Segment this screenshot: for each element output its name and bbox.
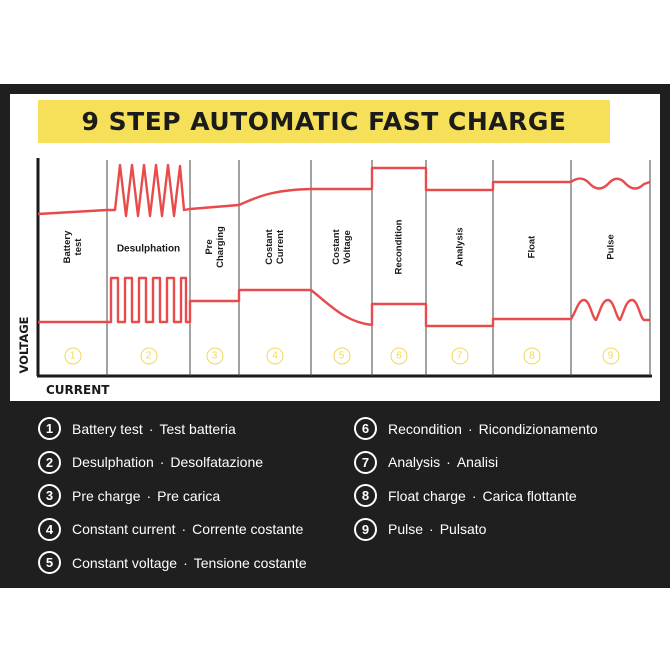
step-number-badge: 1 xyxy=(64,347,81,365)
y-axis-label: VOLTAGE xyxy=(17,316,31,374)
separator-dot: · xyxy=(446,454,451,470)
step-label-line: Costant xyxy=(264,229,275,265)
page-title: 9 STEP AUTOMATIC FAST CHARGE xyxy=(81,107,567,136)
legend-number-badge: 8 xyxy=(354,484,377,507)
legend-number-badge: 7 xyxy=(354,450,377,474)
legend-number-badge: 6 xyxy=(354,417,377,440)
current-curve xyxy=(38,276,650,328)
legend-english-label: Battery test xyxy=(72,420,143,437)
step-label-line: Desulphation xyxy=(116,243,181,255)
legend-item-8: 8 Float charge · Carica flottante xyxy=(354,484,577,507)
step-label-line: Costant xyxy=(330,229,342,265)
legend-english-label: Desulphation xyxy=(72,454,154,470)
step-number-badge: 6 xyxy=(390,347,408,365)
legend-item-7: 7 Analysis · Analisi xyxy=(354,450,499,474)
legend-italian-label: Tensione costante xyxy=(193,554,307,571)
legend-italian-label: Ricondizionamento xyxy=(478,420,598,437)
separator-dot: · xyxy=(146,487,152,504)
step-label-line: Recondition xyxy=(393,219,405,275)
voltage-curve xyxy=(37,163,651,218)
step-label-line: Pre xyxy=(203,239,215,255)
legend-english-label: Analysis xyxy=(388,454,441,470)
step-label-9: Pulse xyxy=(605,234,616,259)
step-label-7: Analysis xyxy=(454,227,465,266)
legend-number-badge: 4 xyxy=(38,517,61,541)
step-number-badge: 3 xyxy=(206,347,223,365)
separator-dot: · xyxy=(183,554,188,571)
legend-item-5: 5 Constant voltage · Tensione costante xyxy=(38,551,307,574)
legend-number-badge: 1 xyxy=(38,417,61,440)
legend-item-6: 6 Recondition · Ricondizionamento xyxy=(354,417,598,440)
separator-dot: · xyxy=(471,487,477,504)
step-label-line: Analysis xyxy=(454,227,465,267)
legend-item-9: 9 Pulse · Pulsato xyxy=(354,517,487,541)
legend-number-badge: 3 xyxy=(38,484,61,507)
legend-english-label: Recondition xyxy=(388,420,462,437)
step-label-line: Voltage xyxy=(341,230,353,264)
legend-number-badge: 9 xyxy=(354,517,377,541)
step-label-8: Float xyxy=(527,236,538,259)
step-number-badge: 2 xyxy=(140,347,157,365)
legend-item-3: 3 Pre charge · Pre carica xyxy=(38,484,220,507)
legend-number-badge: 2 xyxy=(38,450,61,474)
legend-italian-label: Analisi xyxy=(456,454,499,470)
legend-item-1: 1 Battery test · Test batteria xyxy=(38,417,236,440)
legend-italian-label: Pre carica xyxy=(157,487,221,504)
legend-english-label: Float charge xyxy=(388,487,466,504)
separator-dot: · xyxy=(159,454,165,470)
legend-italian-label: Pulsato xyxy=(439,521,487,537)
step-number-badge: 5 xyxy=(333,347,350,365)
step-number-badge: 8 xyxy=(523,347,541,365)
legend-english-label: Pre charge xyxy=(72,487,141,504)
step-label-line: test xyxy=(72,238,84,256)
legend-italian-label: Carica flottante xyxy=(482,487,577,504)
separator-dot: · xyxy=(181,521,187,537)
step-label-line: Float xyxy=(526,235,538,259)
legend-number-badge: 5 xyxy=(38,551,61,574)
separator-dot: · xyxy=(429,521,434,537)
legend-english-label: Constant current xyxy=(72,521,176,537)
title-banner: 9 STEP AUTOMATIC FAST CHARGE xyxy=(38,100,610,143)
step-label-6: Recondition xyxy=(394,220,405,275)
x-axis-label: CURRENT xyxy=(46,383,110,397)
legend-item-2: 2 Desulphation · Desolfatazione xyxy=(38,450,264,474)
legend-italian-label: Corrente costante xyxy=(192,521,304,537)
legend-italian-label: Test batteria xyxy=(159,420,236,437)
step-label-2: Desulphation xyxy=(117,244,180,255)
legend-english-label: Constant voltage xyxy=(72,554,178,571)
legend-item-4: 4 Constant current · Corrente costante xyxy=(38,517,304,541)
separator-dot: · xyxy=(148,420,154,437)
step-label-line: Battery xyxy=(61,230,73,264)
step-number-badge: 9 xyxy=(602,347,619,365)
step-number-badge: 7 xyxy=(451,347,468,365)
step-number-badge: 4 xyxy=(266,347,284,365)
legend-italian-label: Desolfatazione xyxy=(170,454,264,470)
legend-english-label: Pulse xyxy=(388,521,424,537)
step-label-line: Pulse xyxy=(605,234,616,260)
step-label-line: Current xyxy=(275,229,286,265)
step-label-line: Charging xyxy=(214,226,226,268)
separator-dot: · xyxy=(467,420,473,437)
